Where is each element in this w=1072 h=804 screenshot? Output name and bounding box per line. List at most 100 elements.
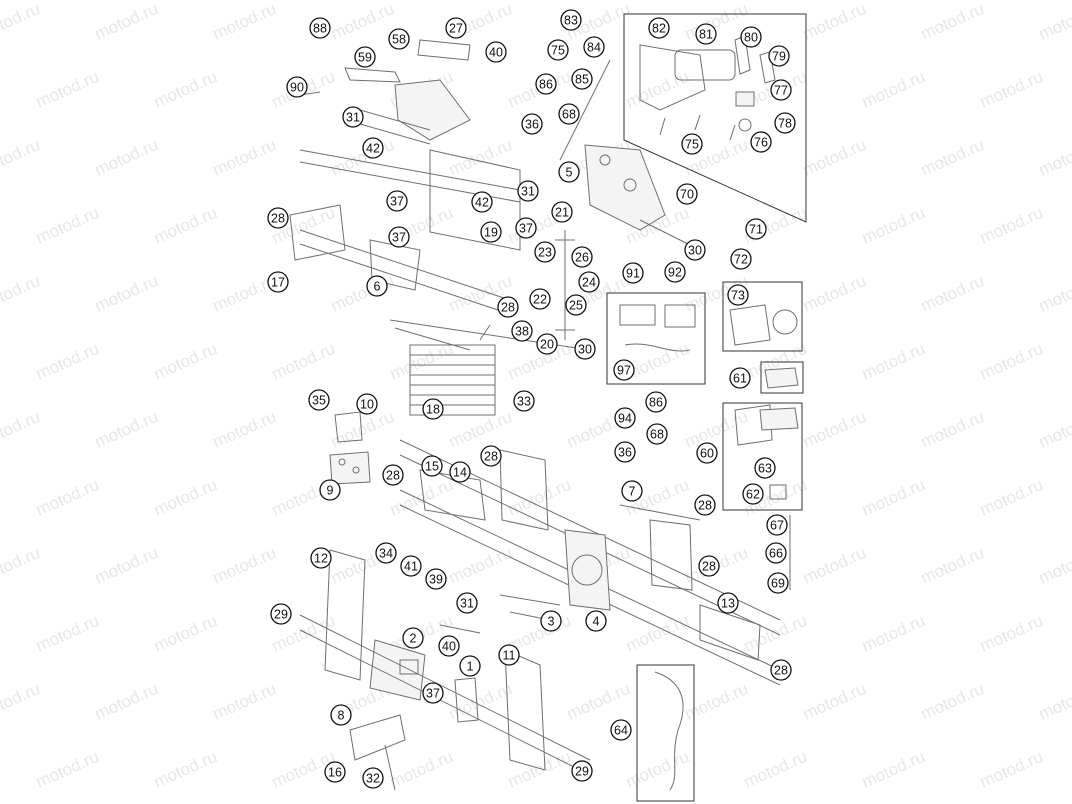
- callout-29: 29: [270, 603, 292, 625]
- callout-circle: [742, 483, 764, 505]
- callout-24: 24: [578, 271, 600, 293]
- callout-circle: [750, 131, 772, 153]
- callout-circle: [614, 441, 636, 463]
- callout-42: 42: [471, 191, 493, 213]
- callout-circle: [319, 479, 341, 501]
- callout-5: 5: [558, 161, 580, 183]
- callout-label: 66: [769, 547, 783, 561]
- callout-circle: [621, 480, 643, 502]
- callout-circle: [480, 221, 502, 243]
- callout-circle: [511, 320, 533, 342]
- callout-label: 38: [515, 325, 529, 339]
- callout-circle: [308, 389, 330, 411]
- watermark-text: motod.ru: [918, 271, 987, 316]
- callout-circle: [645, 391, 667, 413]
- callout-circle: [324, 761, 346, 783]
- callout-label: 67: [770, 519, 784, 533]
- callout-circle: [286, 76, 308, 98]
- callout-64: 64: [610, 719, 632, 741]
- callout-label: 76: [754, 136, 768, 150]
- watermark-text: motod.ru: [918, 0, 987, 44]
- callout-78: 78: [774, 112, 796, 134]
- callout-circle: [354, 46, 376, 68]
- callout-circle: [610, 719, 632, 741]
- watermark-text: motod.ru: [623, 611, 692, 656]
- callout-circle: [681, 133, 703, 155]
- watermark-text: motod.ru: [800, 407, 869, 452]
- callout-circle: [267, 207, 289, 229]
- callout-label: 13: [721, 597, 735, 611]
- callout-circle: [745, 218, 767, 240]
- watermark-text: motod.ru: [33, 339, 102, 384]
- watermark-text: motod.ru: [859, 203, 928, 248]
- callout-label: 82: [652, 22, 666, 36]
- watermark-text: motod.ru: [92, 679, 161, 724]
- callout-label: 19: [484, 226, 498, 240]
- watermark-text: motod.ru: [92, 543, 161, 588]
- callout-circle: [422, 398, 444, 420]
- callout-81: 81: [695, 23, 717, 45]
- callout-circle: [535, 73, 557, 95]
- callout-28: 28: [694, 494, 716, 516]
- callout-circle: [309, 17, 331, 39]
- callout-label: 20: [540, 338, 554, 352]
- callout-31: 31: [342, 106, 364, 128]
- callout-label: 36: [525, 118, 539, 132]
- callout-34: 34: [375, 542, 397, 564]
- callout-2: 2: [402, 627, 424, 649]
- callout-label: 41: [404, 560, 418, 574]
- callout-circle: [676, 183, 698, 205]
- callout-18: 18: [422, 398, 444, 420]
- callout-label: 88: [313, 22, 327, 36]
- watermark-text: motod.ru: [92, 271, 161, 316]
- watermark-text: motod.ru: [387, 747, 456, 792]
- callout-circle: [382, 464, 404, 486]
- callout-label: 28: [702, 560, 716, 574]
- watermark-text: motod.ru: [210, 135, 279, 180]
- callout-circle: [534, 241, 556, 263]
- watermark-text: motod.ru: [0, 679, 43, 724]
- watermark-text: motod.ru: [446, 543, 515, 588]
- watermark-text: motod.ru: [859, 611, 928, 656]
- watermark-text: motod.ru: [446, 407, 515, 452]
- callout-circle: [614, 407, 636, 429]
- callout-circle: [583, 36, 605, 58]
- callout-4: 4: [585, 610, 607, 632]
- callout-circle: [551, 201, 573, 223]
- watermark-text: motod.ru: [859, 747, 928, 792]
- callout-circle: [356, 393, 378, 415]
- watermark-text: motod.ru: [0, 0, 43, 44]
- callout-circle: [774, 112, 796, 134]
- callout-73: 73: [727, 284, 749, 306]
- watermark-text: motod.ru: [210, 0, 279, 44]
- callout-37: 37: [422, 682, 444, 704]
- watermark-text: motod.ru: [1036, 543, 1072, 588]
- watermark-text: motod.ru: [800, 271, 869, 316]
- callout-33: 33: [513, 390, 535, 412]
- callout-39: 39: [425, 568, 447, 590]
- callout-label: 92: [668, 266, 682, 280]
- callout-38: 38: [511, 320, 533, 342]
- watermark-text: motod.ru: [210, 679, 279, 724]
- callout-31: 31: [456, 592, 478, 614]
- callout-label: 83: [564, 14, 578, 28]
- callout-label: 26: [575, 251, 589, 265]
- callout-circle: [622, 262, 644, 284]
- callout-label: 12: [314, 552, 328, 566]
- watermark-text: motod.ru: [918, 135, 987, 180]
- callout-19: 19: [480, 221, 502, 243]
- callout-8: 8: [330, 704, 352, 726]
- callout-circle: [613, 359, 635, 381]
- callout-label: 28: [271, 212, 285, 226]
- callout-circle: [684, 239, 706, 261]
- callout-36: 36: [521, 113, 543, 135]
- watermark-text: motod.ru: [151, 611, 220, 656]
- callout-label: 61: [733, 372, 747, 386]
- callout-label: 31: [460, 597, 474, 611]
- callout-3: 3: [540, 610, 562, 632]
- callout-82: 82: [648, 17, 670, 39]
- callout-label: 6: [374, 280, 381, 294]
- callout-91: 91: [622, 262, 644, 284]
- callout-63: 63: [754, 457, 776, 479]
- callout-36: 36: [614, 441, 636, 463]
